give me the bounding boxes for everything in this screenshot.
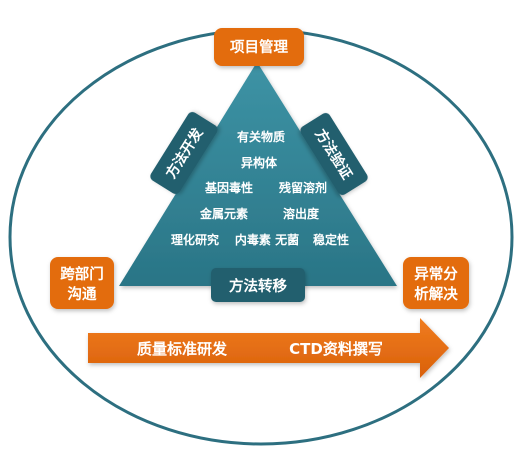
- item-genotoxicity: 基因毒性: [204, 180, 253, 195]
- item-endotoxin-sterility: 内毒素 无菌: [235, 232, 299, 247]
- bottom-banner-label: 方法转移: [229, 277, 287, 295]
- arrow-right-text: CTD资料撰写: [289, 340, 383, 358]
- arrow-left-text: 质量标准研发: [137, 340, 228, 358]
- triangle-items: 有关物质 异构体 基因毒性 残留溶剂 金属元素 溶出度 理化研究 内毒素 无菌 …: [171, 129, 349, 247]
- right-side-banner: 方法验证: [300, 112, 368, 196]
- item-related-substances: 有关物质: [237, 129, 285, 144]
- right-node: [403, 257, 469, 309]
- item-metal-elements: 金属元素: [199, 206, 248, 221]
- item-stability: 稳定性: [313, 232, 349, 247]
- left-node: [50, 257, 114, 309]
- top-node: [214, 28, 304, 66]
- right-node-label-line1: 异常分: [414, 265, 458, 283]
- item-residual-solvent: 残留溶剂: [279, 180, 327, 195]
- item-dissolution: 溶出度: [283, 206, 320, 221]
- bottom-arrow: [88, 318, 449, 378]
- bottom-banner: [211, 268, 305, 302]
- item-isomer: 异构体: [241, 155, 278, 170]
- left-node-label-line2: 沟通: [68, 285, 97, 303]
- item-physicochemical: 理化研究: [171, 232, 219, 247]
- top-node-label: 项目管理: [230, 38, 288, 56]
- left-node-label-line1: 跨部门: [60, 265, 104, 283]
- right-node-label-line2: 析解决: [414, 285, 458, 303]
- main-triangle: [119, 62, 397, 286]
